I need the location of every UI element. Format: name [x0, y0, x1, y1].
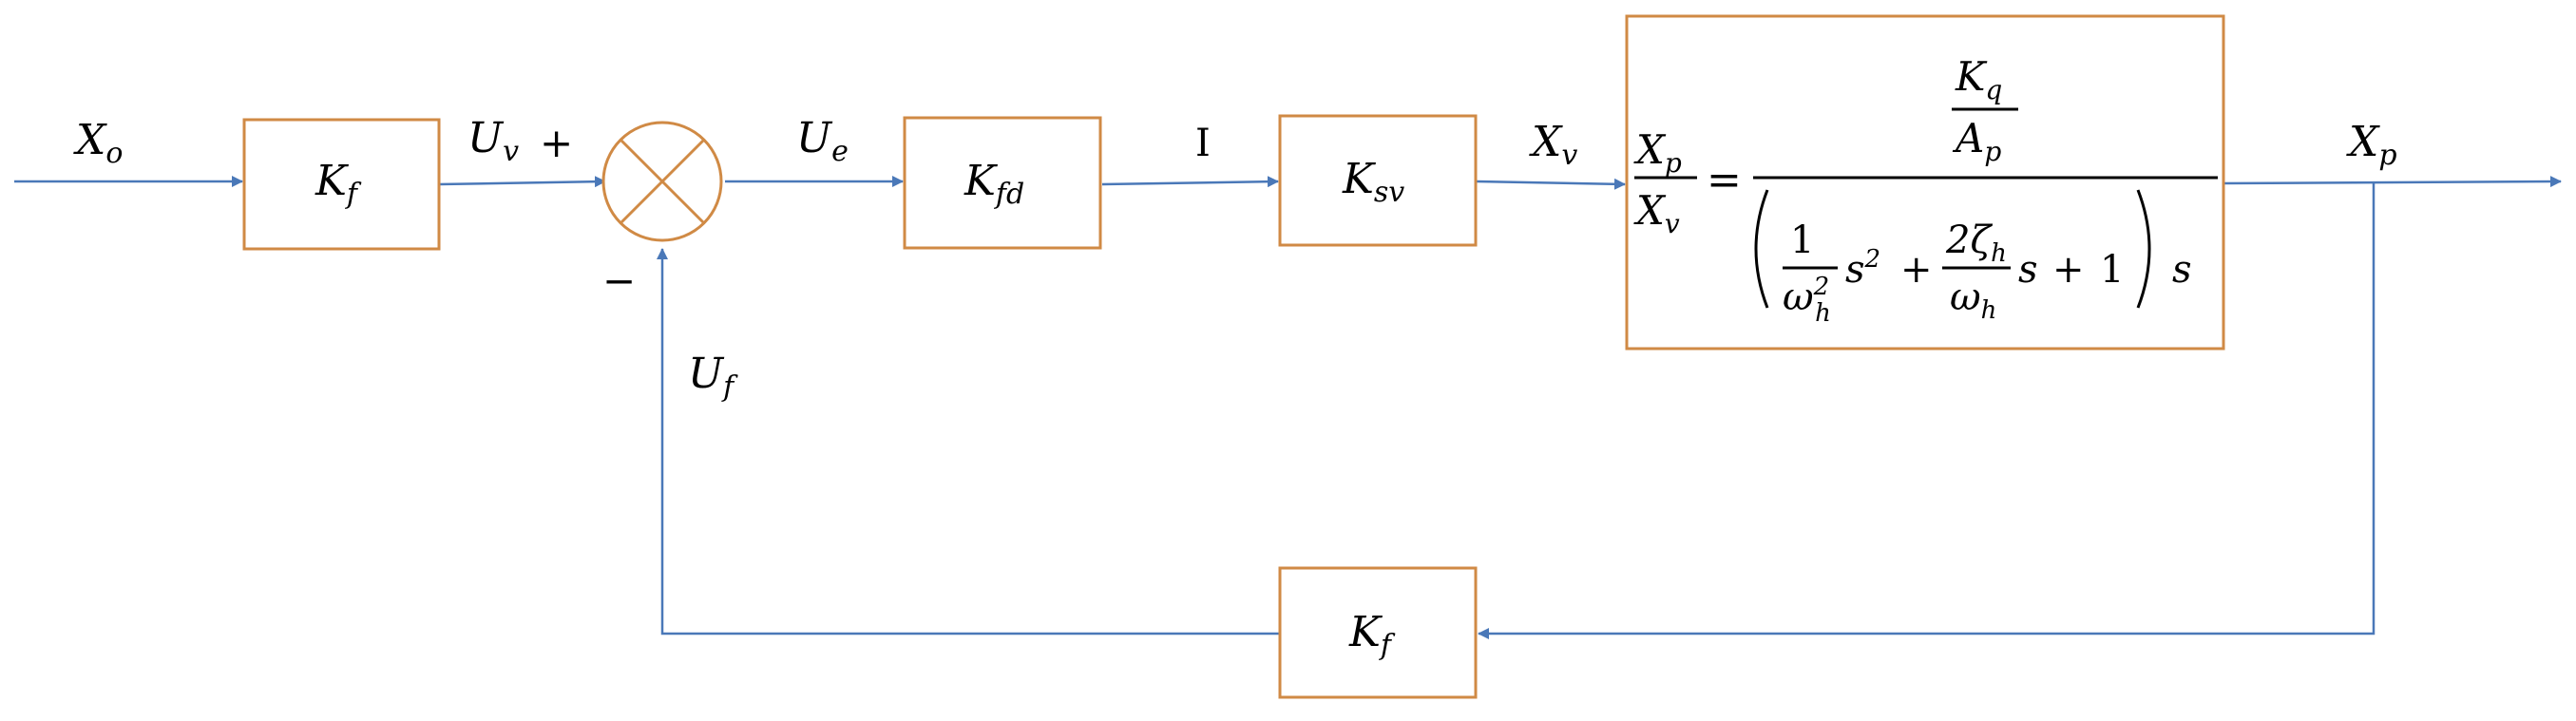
- two-zeta: 2ζh: [1945, 218, 2007, 268]
- kf-forward-block: [242, 118, 441, 251]
- kf-feedback-label: Kf: [1348, 608, 1396, 662]
- right-paren: [2136, 189, 2151, 309]
- ap-denominator: Ap: [1952, 115, 2001, 167]
- plus-one: +: [1900, 248, 1933, 292]
- kfd-block: [903, 116, 1102, 250]
- xo-label: Xo: [73, 116, 123, 170]
- s-outer: s: [2172, 248, 2192, 292]
- xv-label: Xv: [1529, 118, 1577, 172]
- kf-feedback-block: [1278, 566, 1478, 699]
- kfd-label: Kfd: [964, 157, 1024, 211]
- ksv-block: [1278, 114, 1478, 247]
- s-squared: s2: [1845, 245, 1880, 292]
- lhs-numerator: Xp: [1633, 126, 1682, 179]
- equals-sign: =: [1707, 156, 1742, 204]
- constant-one: 1: [2100, 248, 2124, 292]
- feedback-wire-left: [657, 248, 1279, 636]
- minus-sign: −: [602, 257, 636, 304]
- xp-label: Xp: [2346, 118, 2397, 172]
- kq-numerator: Kq: [1955, 53, 2002, 105]
- uv-wire: [438, 176, 606, 188]
- ue-label: Ue: [796, 114, 849, 168]
- left-paren: [1754, 189, 1769, 309]
- output-wire: [2223, 176, 2562, 188]
- feedback-wire-right: [1478, 183, 2376, 639]
- s-mid: s: [2018, 248, 2038, 292]
- lhs-denominator: Xv: [1633, 187, 1680, 239]
- plant-block: [1625, 14, 2225, 351]
- current-label: I: [1195, 122, 1211, 165]
- plus-two: +: [2052, 248, 2085, 292]
- current-wire: [1101, 176, 1279, 188]
- plus-sign: +: [540, 120, 573, 166]
- ksv-label: Ksv: [1342, 155, 1404, 209]
- xv-wire: [1476, 178, 1626, 190]
- uv-label: Uv: [467, 114, 519, 168]
- uf-label: Uf: [688, 350, 738, 404]
- inner-numerator-one: 1: [1790, 218, 1814, 262]
- omega-h: ωh: [1950, 275, 1996, 325]
- summing-junction: [601, 121, 723, 242]
